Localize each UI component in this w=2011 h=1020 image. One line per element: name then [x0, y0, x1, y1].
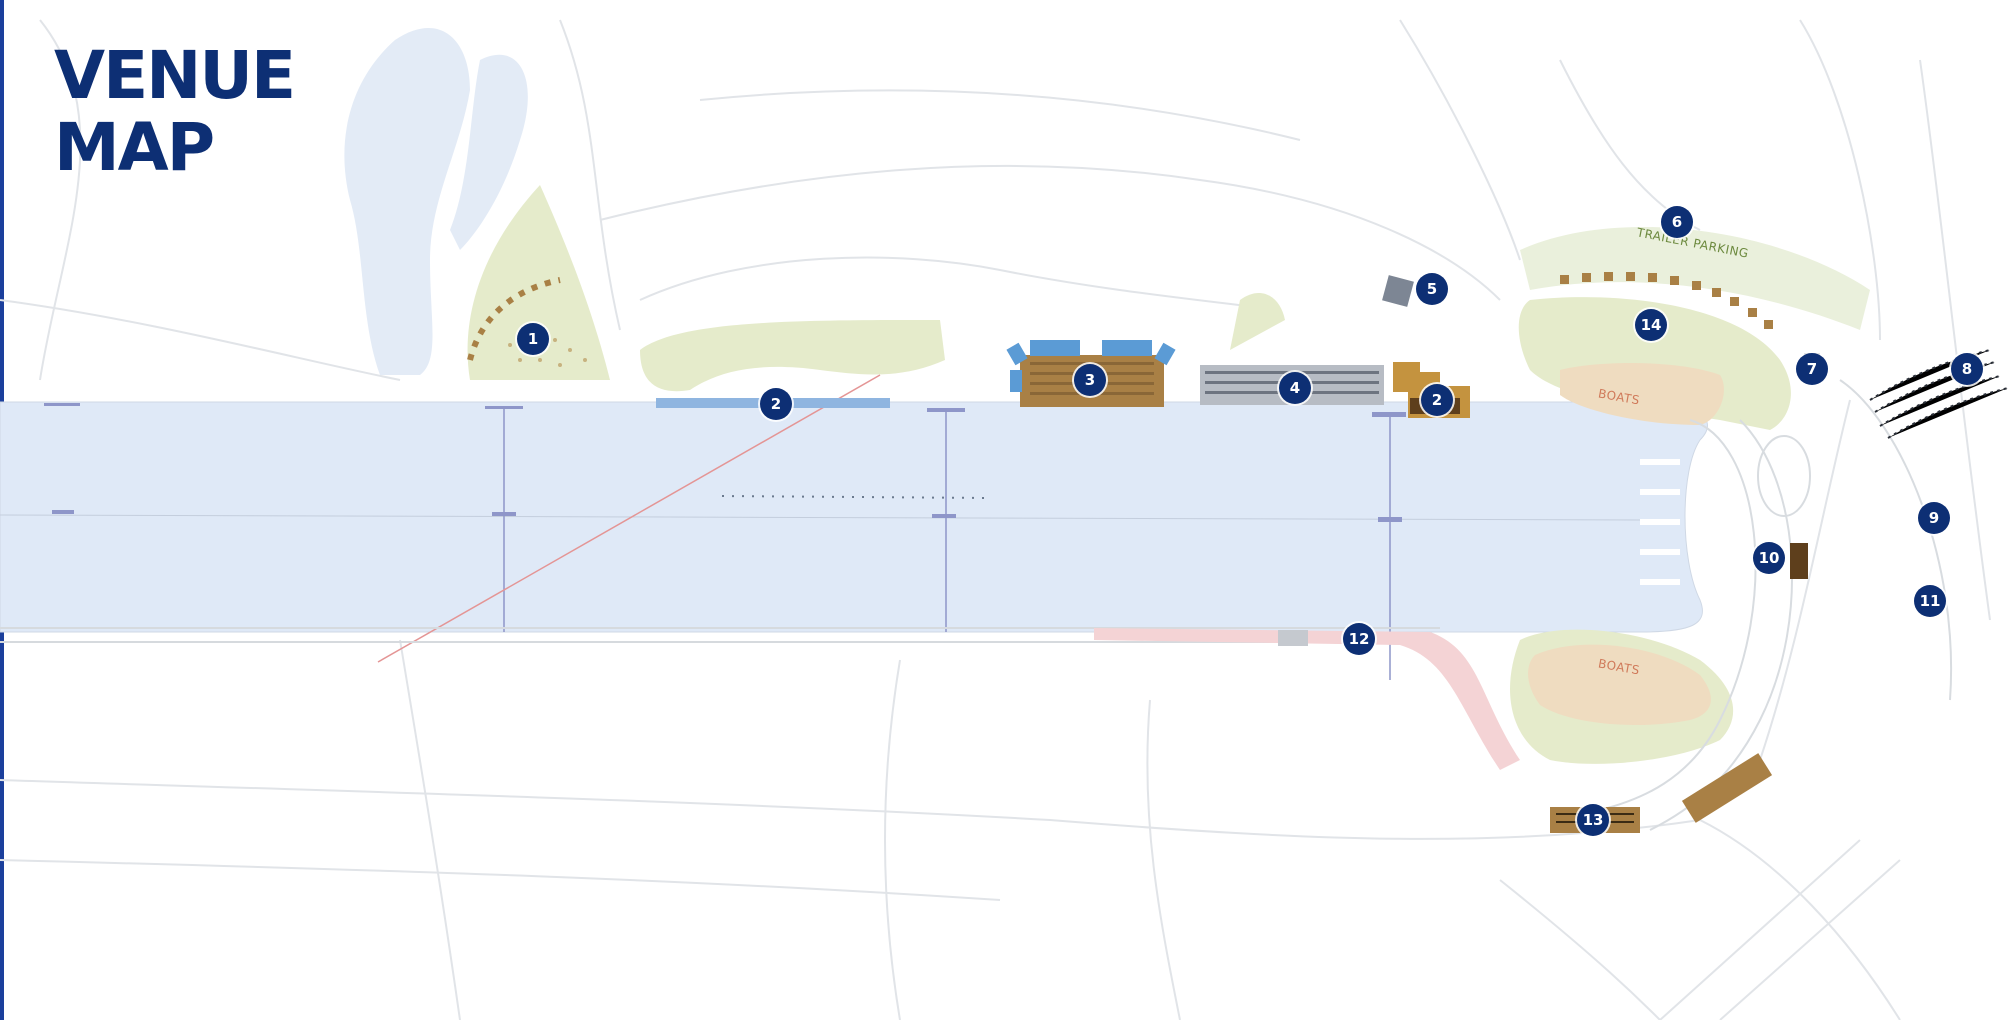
marker-6[interactable]: 6	[1661, 206, 1693, 238]
marker-12[interactable]: 12	[1343, 623, 1375, 655]
upper-lake-arm	[450, 54, 528, 250]
marker-10[interactable]: 10	[1753, 542, 1785, 574]
upper-lake	[344, 28, 470, 376]
marker-8[interactable]: 8	[1951, 353, 1983, 385]
parking-rows-8	[1869, 349, 2009, 439]
marker-4[interactable]: 4	[1279, 372, 1311, 404]
venue-map-title: VENUE MAP	[54, 37, 296, 186]
title-line-1: VENUE	[54, 37, 296, 114]
lawn-west	[640, 320, 945, 392]
boats-area-upper	[1560, 363, 1724, 425]
marker-2-west[interactable]: 2	[760, 388, 792, 420]
pontoons	[1640, 459, 1680, 585]
building-10	[1790, 543, 1808, 579]
grandstand-east	[1681, 753, 1773, 823]
rowing-lake	[0, 401, 1708, 633]
lawn-area-1	[467, 185, 610, 380]
building-12	[1278, 630, 1308, 646]
marker-11[interactable]: 11	[1914, 585, 1946, 617]
marker-13[interactable]: 13	[1577, 804, 1609, 836]
south-walkway	[1094, 628, 1520, 770]
boats-area-lower	[1528, 644, 1711, 725]
south-road	[0, 627, 1440, 643]
marker-7[interactable]: 7	[1796, 353, 1828, 385]
marker-9[interactable]: 9	[1918, 502, 1950, 534]
marker-2-east[interactable]: 2	[1421, 384, 1453, 416]
title-line-2: MAP	[54, 109, 215, 186]
diagonal-course	[377, 374, 881, 663]
tent-3a	[1030, 340, 1080, 356]
trailer-row	[1560, 272, 1773, 329]
roundabout	[1757, 435, 1811, 517]
street-lines	[0, 19, 1991, 1020]
marker-14[interactable]: 14	[1635, 309, 1667, 341]
course-markers	[44, 403, 1406, 522]
marker-3[interactable]: 3	[1074, 364, 1106, 396]
marker-1[interactable]: 1	[517, 323, 549, 355]
building-5	[1382, 275, 1414, 307]
trailer-parking	[1520, 226, 1870, 330]
marker-5[interactable]: 5	[1416, 273, 1448, 305]
tent-3b	[1102, 340, 1152, 356]
center-lane	[0, 514, 1641, 521]
